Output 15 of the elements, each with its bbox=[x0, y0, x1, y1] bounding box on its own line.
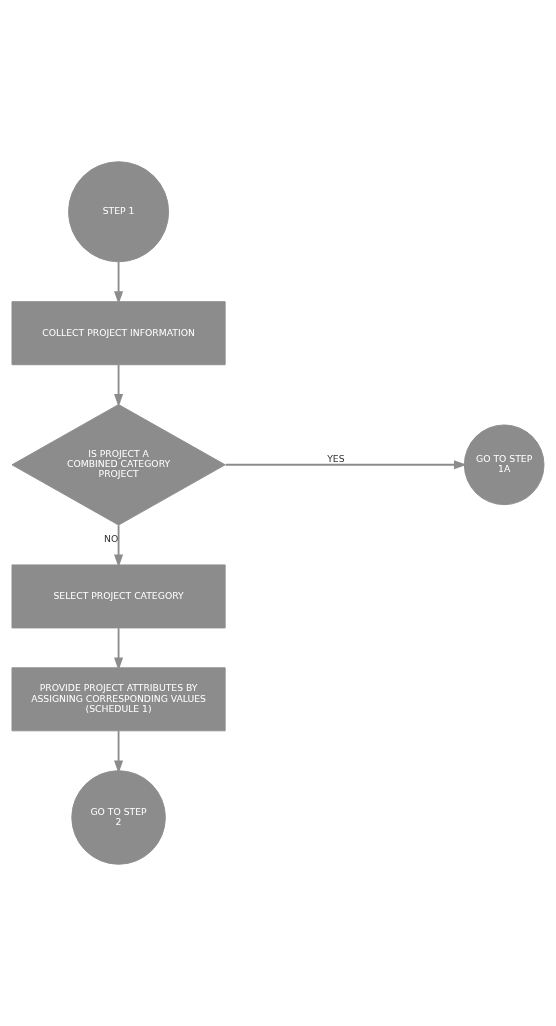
node-diamond: IS PROJECT A COMBINED CATEGORY PROJECT bbox=[11, 404, 226, 526]
arrow bbox=[114, 627, 124, 671]
node-circle: STEP 1 bbox=[68, 161, 170, 263]
arrow bbox=[114, 730, 124, 774]
node-box: COLLECT PROJECT INFORMATION bbox=[11, 301, 226, 366]
arrow bbox=[114, 524, 124, 568]
edge-label: YES bbox=[327, 453, 345, 465]
arrow bbox=[114, 261, 124, 305]
node-circle: GO TO STEP 1A bbox=[463, 424, 545, 506]
node-circle: GO TO STEP 2 bbox=[71, 770, 166, 865]
edge-label: NO bbox=[104, 533, 119, 545]
node-box: PROVIDE PROJECT ATTRIBUTES BY ASSIGNING CORRESPONDING VALUES (SCHEDULE 1) bbox=[11, 667, 226, 732]
node-box: SELECT PROJECT CATEGORY bbox=[11, 564, 226, 629]
arrow bbox=[224, 460, 467, 470]
arrow bbox=[114, 363, 124, 408]
